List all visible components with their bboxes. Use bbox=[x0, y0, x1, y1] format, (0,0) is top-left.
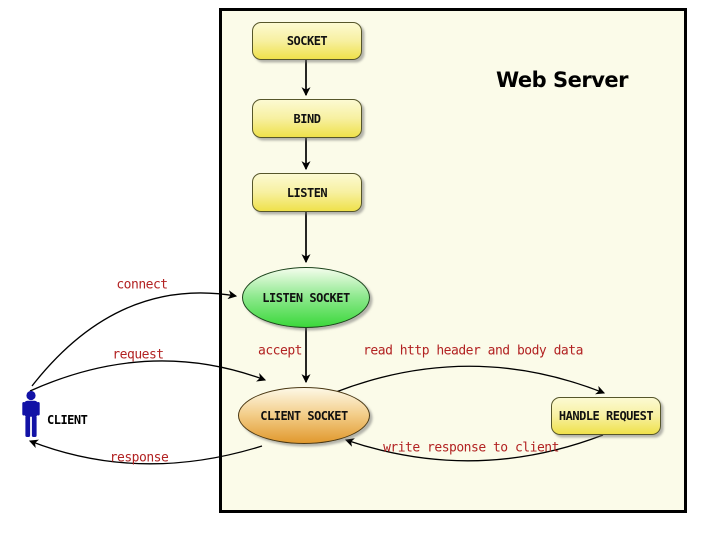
node-listen-socket: LISTEN SOCKET bbox=[242, 267, 370, 328]
edge-connect-arrow bbox=[31, 290, 238, 387]
edge-label-write: write response to client bbox=[383, 440, 559, 456]
edge-label-read: read http header and body data bbox=[363, 343, 583, 359]
web-server-title: Web Server bbox=[496, 68, 629, 92]
edge-label-connect: connect bbox=[116, 277, 168, 293]
edge-label-request: request bbox=[112, 347, 164, 363]
node-bind: BIND bbox=[252, 99, 362, 138]
node-socket: SOCKET bbox=[252, 22, 362, 60]
node-listen: LISTEN bbox=[252, 173, 362, 212]
edge-write-arrow bbox=[344, 434, 604, 462]
edge-read-arrow bbox=[335, 365, 606, 395]
edge-request-arrow bbox=[29, 360, 267, 392]
edge-label-response: response bbox=[109, 450, 169, 466]
edge-label-accept: accept bbox=[258, 343, 302, 359]
client-actor-label: CLIENT bbox=[47, 413, 88, 427]
client-person-icon bbox=[22, 390, 40, 437]
node-client-socket: CLIENT SOCKET bbox=[238, 387, 370, 444]
node-handle-request: HANDLE REQUEST bbox=[551, 397, 661, 435]
edge-response-arrow bbox=[28, 439, 263, 465]
